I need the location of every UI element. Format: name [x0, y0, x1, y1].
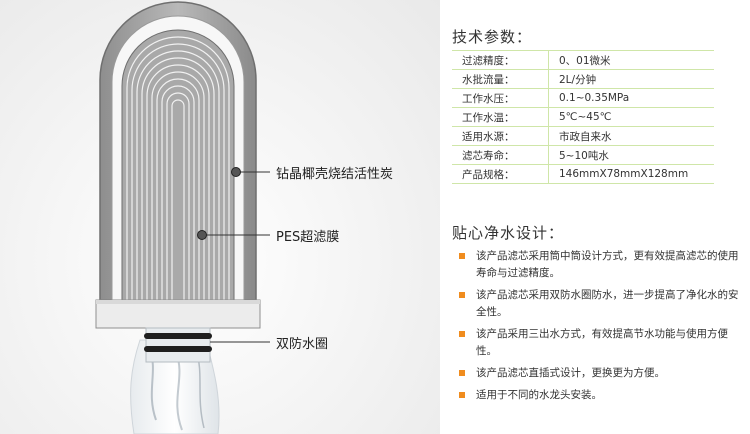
bullet-square-icon — [459, 331, 465, 337]
feature-text: 该产品滤芯直插式设计，更换更为方便。 — [476, 367, 665, 379]
feature-text: 该产品采用三出水方式，有效提高节水功能与使用方便性。 — [476, 328, 728, 357]
callout-pes-label: PES超滤膜 — [276, 230, 340, 245]
feature-item: 适用于不同的水龙头安装。 — [456, 387, 746, 404]
spec-label: 过滤精度： — [452, 50, 549, 70]
features-list: 该产品滤芯采用筒中筒设计方式，更有效提高滤芯的使用寿命与过滤精度。该产品滤芯采用… — [456, 248, 746, 409]
spec-row: 工作水压：0.1~0.35MPa — [452, 88, 714, 108]
spec-label: 水批流量： — [452, 69, 549, 89]
feature-text: 适用于不同的水龙头安装。 — [476, 389, 602, 401]
specs-title: 技术参数： — [452, 28, 533, 46]
feature-item: 该产品采用三出水方式，有效提高节水功能与使用方便性。 — [456, 326, 746, 360]
filter-base — [95, 299, 261, 329]
spec-value: 146mmX78mmX128mm — [548, 164, 714, 184]
pes-membrane — [121, 29, 235, 301]
feature-item: 该产品滤芯采用双防水圈防水，进一步提高了净化水的安全性。 — [456, 287, 746, 321]
spec-row: 水批流量：2L/分钟 — [452, 69, 714, 89]
spec-value: 2L/分钟 — [548, 69, 714, 89]
o-ring-top — [144, 333, 212, 339]
feature-text: 该产品滤芯采用筒中筒设计方式，更有效提高滤芯的使用寿命与过滤精度。 — [476, 250, 739, 279]
spec-row: 产品规格：146mmX78mmX128mm — [452, 164, 714, 184]
spec-value: 0、01微米 — [548, 50, 714, 70]
spec-row: 适用水源：市政自来水 — [452, 126, 714, 146]
feature-text: 该产品滤芯采用双防水圈防水，进一步提高了净化水的安全性。 — [476, 289, 739, 318]
filter-cartridge-diagram — [95, 1, 270, 434]
callout-markers — [197, 167, 270, 343]
spec-label: 滤芯寿命： — [452, 145, 549, 165]
membrane-fibers — [126, 36, 230, 300]
spec-value: 0.1~0.35MPa — [548, 88, 714, 108]
spec-row: 过滤精度：0、01微米 — [452, 50, 714, 70]
spec-label: 适用水源： — [452, 126, 549, 146]
spec-value: 市政自来水 — [548, 126, 714, 146]
feature-item: 该产品滤芯采用筒中筒设计方式，更有效提高滤芯的使用寿命与过滤精度。 — [456, 248, 746, 282]
features-title: 贴心净水设计： — [452, 224, 565, 242]
o-ring-bottom — [144, 346, 212, 352]
bullet-square-icon — [459, 292, 465, 298]
spec-label: 工作水压： — [452, 88, 549, 108]
spec-row: 滤芯寿命：5~10吨水 — [452, 145, 714, 165]
feature-item: 该产品滤芯直插式设计，更换更为方便。 — [456, 365, 746, 382]
spec-row: 工作水温：5℃~45℃ — [452, 107, 714, 127]
bullet-square-icon — [459, 392, 465, 398]
spec-value: 5℃~45℃ — [548, 107, 714, 127]
callout-oring-label: 双防水圈 — [276, 337, 329, 352]
spec-value: 5~10吨水 — [548, 145, 714, 165]
bullet-square-icon — [459, 370, 465, 376]
spec-label: 工作水温： — [452, 107, 549, 127]
bullet-square-icon — [459, 253, 465, 259]
spec-label: 产品规格： — [452, 164, 549, 184]
callout-carbon-label: 钻晶椰壳烧结活性炭 — [276, 167, 394, 182]
